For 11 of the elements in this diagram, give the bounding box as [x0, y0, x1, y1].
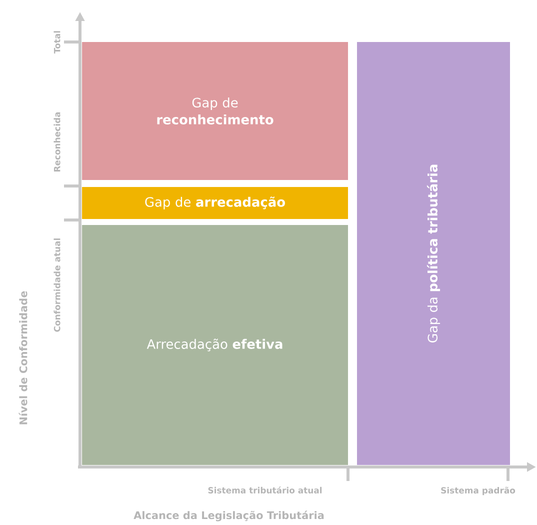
axis-title: Nível de Conformidade [18, 291, 28, 424]
collection-box: Arrecadação efetiva [82, 225, 348, 465]
gap-box: Gap de reconhecimento [82, 42, 348, 180]
tick-label: Reconhecida [54, 112, 60, 172]
tick-label: Sistema tributário atual [208, 486, 322, 494]
policy-gap-band: Gap da política tributária [357, 42, 510, 465]
axis-title: Alcance da Legislação Tributária [134, 510, 324, 522]
tick-label: Conformidade atual [54, 238, 60, 332]
tick-label: Total [54, 31, 60, 54]
tick-label: Sistema padrão [441, 486, 516, 496]
gap-bar: Gap de arrecadação [82, 187, 348, 219]
